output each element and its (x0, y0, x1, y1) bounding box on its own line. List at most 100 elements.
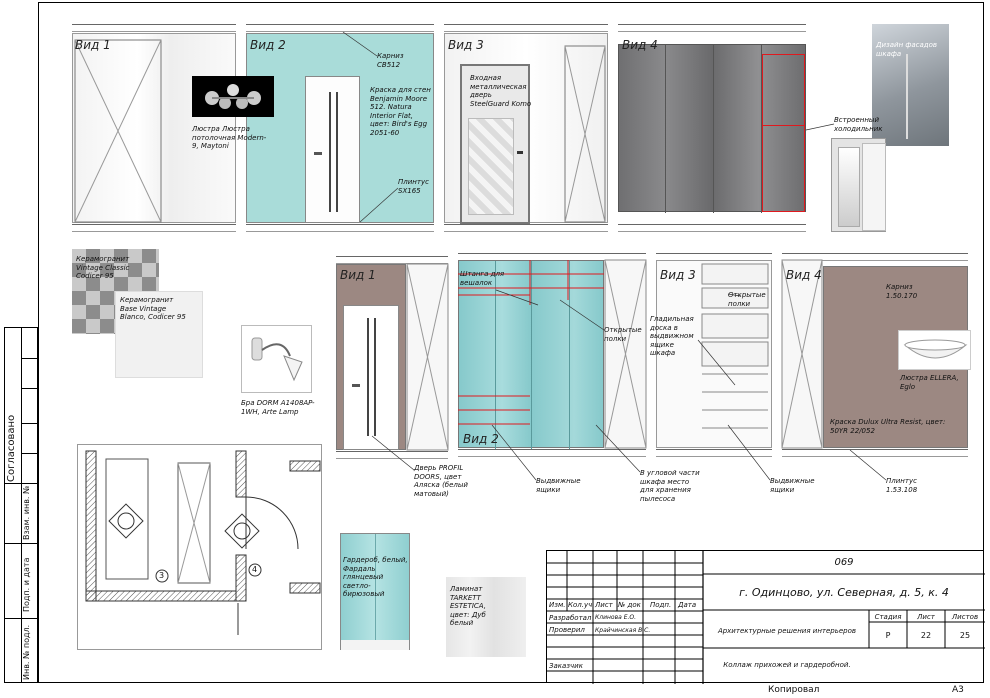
b-view4-cross (781, 259, 823, 449)
ellera-image (898, 330, 971, 370)
ironing-label: Гладильная доска в выдвижном ящике шкафа (650, 315, 694, 357)
b-view2-wardrobe (458, 260, 604, 449)
b-view1-door (343, 305, 399, 450)
tb-col-podp: Подп. (650, 601, 672, 609)
b-floor-v1 (336, 451, 448, 459)
tb-address: г. Одинцово, ул. Северная, д. 5, к. 4 (739, 586, 949, 599)
top-view1-title: Вид 1 (75, 38, 111, 52)
tile2-label: Керамогранит Base Vintage Blanco, Codice… (120, 296, 186, 321)
b-ceiling-v1 (336, 256, 448, 264)
door-profil-label: Дверь PROFIL DOORS, цвет Аляска (белый м… (414, 464, 468, 498)
top-view2-door (305, 76, 360, 223)
wardrobe-image (340, 533, 410, 650)
plan-marker-3: 3 (159, 571, 165, 580)
laminate-image (446, 577, 526, 657)
open-shelves-1-label: Открытые полки (604, 326, 642, 343)
b-floor-v2 (458, 449, 646, 457)
side-stamp (4, 327, 38, 683)
tb-project: Архитектурные решения интерьеров (717, 627, 857, 635)
chandelier-image (192, 76, 274, 117)
paint-top-label: Краска для стен Benjamin Moore 512. Natu… (370, 86, 431, 137)
ceiling-line-v1 (72, 24, 236, 32)
b-view2-cross (604, 259, 647, 449)
plan-marker-4: 4 (252, 565, 258, 574)
b-view3-shelves (701, 263, 769, 429)
top-view3-entrance-door (460, 64, 530, 224)
drawers-2-label: Выдвижные ящики (770, 477, 815, 494)
b-view2-title: Вид 2 (463, 432, 499, 446)
ceiling-line-v4 (618, 24, 806, 32)
tb-developed: Разработал (549, 614, 592, 622)
facade-design-label: Дизайн фасадов шкафа (876, 41, 938, 58)
hanger-bar-label: Штанга для вешалок (460, 270, 505, 287)
footer-copied: Копировал (768, 685, 820, 695)
floor-plan: 3 4 (77, 444, 322, 650)
tb-sheets: 25 (959, 631, 971, 640)
tile-base-vintage (115, 291, 203, 378)
b-view1-cross (406, 263, 449, 451)
paint-dulux-label: Краска Dulux Ultra Resist, цвет: 50YR 22… (830, 418, 946, 435)
tile1-label: Керамогранит Vintage Classic Codicer 95 (76, 255, 130, 280)
tb-col-koluch: Кол.уч (568, 601, 593, 609)
tb-col-date: Дата (678, 601, 697, 609)
ellera-label: Люстра ELLERA, Eglo (900, 374, 959, 391)
plinth-bottom-label: Плинтус 1.53.108 (886, 477, 918, 494)
tb-customer: Заказчик (549, 662, 583, 670)
b-view2-red-lines (458, 260, 604, 425)
facade-design-image (872, 24, 949, 146)
sconce-image (241, 325, 312, 393)
tb-checked: Проверил (549, 626, 585, 634)
b-floor-v4 (782, 449, 968, 457)
plinth-top-label: Плинтус SX165 (398, 178, 429, 195)
top-view3-wardrobe-cross (564, 45, 606, 223)
tb-stage-h: Стадия (874, 613, 902, 621)
top-view1-wardrobe-cross (74, 39, 162, 223)
open-shelves-2-label: Открытые полки (728, 291, 766, 308)
top-view1-wall (72, 33, 236, 223)
ceiling-line-v3 (444, 24, 608, 32)
tb-col-izm: Изм. (549, 601, 566, 609)
top-view2-title: Вид 2 (250, 38, 286, 52)
tb-sheet: 22 (920, 631, 932, 640)
floor-line-v3 (444, 224, 608, 232)
top-view3-title: Вид 3 (448, 38, 484, 52)
chandelier-label: Люстра Люстра потолочная Modern-9, Mayto… (192, 125, 267, 150)
b-floor-v3 (656, 449, 772, 457)
tb-sheet-h: Лист (917, 613, 935, 621)
wardrobe-label: Гардероб, белый, Фардаль глянцевый светл… (343, 556, 408, 598)
tb-stage: Р (885, 631, 891, 640)
ceiling-line-v2 (246, 24, 434, 32)
entrance-door-label: Входная металлическая дверь SteelGuard K… (470, 74, 532, 108)
sconce-label: Бра DORM A1408AP-1WH, Arte Lamp (241, 399, 315, 416)
tb-sheet-title: Коллаж прихожей и гардеробной. (723, 661, 851, 669)
top-view4-title: Вид 4 (622, 38, 658, 52)
tb-col-list: Лист (595, 601, 613, 609)
vacuum-label: В угловой части шкафа место для хранения… (640, 469, 700, 503)
drawing-frame (38, 2, 984, 683)
b-ceiling-v4 (782, 253, 968, 261)
tb-col-doc: № док (618, 601, 641, 609)
tb-developer: Клинова Е.О. (595, 614, 637, 621)
b-view3-title: Вид 3 (660, 268, 696, 282)
fridge-image (831, 138, 886, 232)
laminate-label: Ламинат TARKETT ESTETICA, цвет: Дуб белы… (450, 585, 486, 627)
drawers-1-label: Выдвижные ящики (536, 477, 581, 494)
tb-checker: Крайчинская В.С. (595, 627, 651, 634)
floor-line-v4 (618, 224, 806, 232)
footer-format: А3 (952, 685, 964, 695)
tb-sheets-h: Листов (951, 613, 979, 621)
tb-code: 069 (834, 557, 854, 568)
title-block: Изм. Кол.уч Лист № док Подп. Дата Разраб… (546, 550, 985, 684)
cornice-bottom-label: Карниз 1.50.170 (886, 283, 918, 300)
top-view4-facade (618, 44, 806, 213)
fridge-label: Встроенный холодильник (834, 116, 883, 133)
floor-line-v2 (246, 224, 434, 232)
b-view4-title: Вид 4 (786, 268, 822, 282)
fridge-outline (762, 54, 805, 212)
cornice-top-label: Карниз CB512 (377, 52, 404, 69)
floor-line-v1 (72, 224, 236, 232)
b-view1-title: Вид 1 (340, 268, 376, 282)
